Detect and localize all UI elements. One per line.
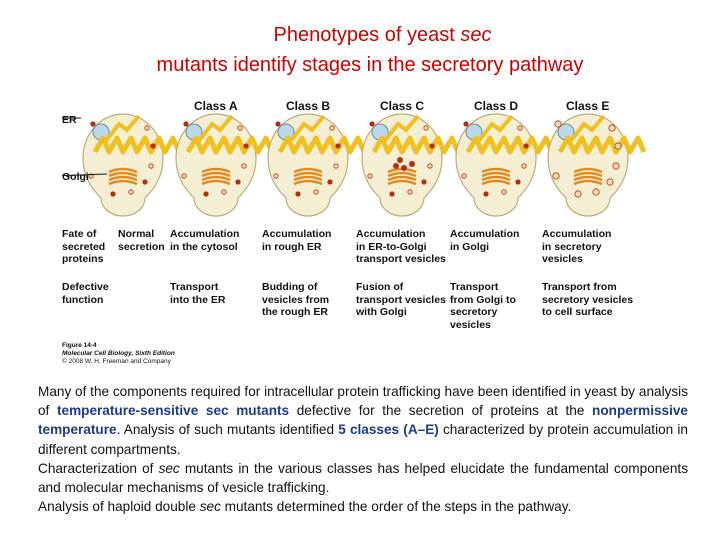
row-label-defective-function-line: function	[62, 293, 104, 306]
class-header-e: Class E	[566, 99, 610, 113]
sec-mutant-figure: Class A Class B Class C Class D Class E ER Gol…	[62, 96, 682, 378]
caption-figure-number: Figure 14-4	[62, 342, 97, 349]
paragraph-2: Characterization of sec mutants in the v…	[38, 460, 689, 496]
function-label-c-line: Fusion of	[356, 281, 404, 293]
fate-label-c-line: transport vesicles	[356, 253, 446, 265]
function-label-e-line: Transport from	[542, 281, 617, 293]
fate-label-a-line: in the cytosol	[170, 240, 238, 253]
function-label-c-line: transport vesicles	[356, 293, 446, 306]
caption-copyright: © 2008 W. H. Freeman and Company	[62, 358, 171, 365]
paragraph-1: Many of the components required for intr…	[38, 384, 688, 457]
fate-label-d-line: in Golgi	[450, 240, 490, 253]
body-text: Many of the components required for intr…	[38, 382, 688, 516]
class-header-c: Class C	[380, 99, 425, 113]
yeast-cell-0	[82, 113, 182, 217]
class-header-a: Class A	[194, 99, 238, 113]
function-label-a-line: Transport	[170, 281, 219, 293]
yeast-cell-1	[175, 113, 275, 217]
function-label-d-line: secretory	[450, 306, 498, 318]
fate-label-c-line: Accumulation	[356, 228, 426, 240]
function-label-a-line: into the ER	[170, 293, 226, 306]
class-header-b: Class B	[286, 99, 331, 113]
function-label-d-line: vesicles	[450, 318, 491, 331]
yeast-cell-5	[547, 113, 647, 217]
normal-secretion-label-line: Normal	[118, 228, 155, 240]
class-header-d: Class D	[474, 99, 519, 113]
function-label-b-line: Budding of	[262, 281, 318, 293]
fate-label-e-line: in secretory	[542, 240, 602, 253]
fate-label-b-line: Accumulation	[262, 228, 332, 240]
row-label-fate-line: Fate of	[62, 228, 97, 240]
row-label-fate-line: secreted	[62, 240, 106, 253]
yeast-cell-3	[361, 113, 461, 217]
title-line-1: Phenotypes of yeast sec	[273, 24, 492, 46]
er-label: ER	[62, 114, 77, 126]
slide-title: Phenotypes of yeast sec mutants identify…	[0, 20, 720, 80]
function-label-d-line: Transport	[450, 281, 499, 293]
fate-label-b-line: in rough ER	[262, 240, 322, 253]
function-label-e-line: to cell surface	[542, 306, 613, 318]
function-label-c-line: with Golgi	[356, 306, 407, 318]
cell-diagrams	[62, 113, 647, 217]
title-line-2: mutants identify stages in the secretory…	[156, 54, 584, 76]
golgi-label: Golgi	[62, 171, 89, 183]
function-label-e-line: secretory vesicles	[542, 293, 634, 306]
function-label-b-line: the rough ER	[262, 306, 328, 318]
caption-book: Molecular Cell Biology, Sixth Edition	[62, 350, 175, 357]
yeast-cell-4	[455, 113, 555, 217]
fate-label-e-line: Accumulation	[542, 228, 612, 240]
paragraph-3: Analysis of haploid double sec mutants d…	[38, 499, 572, 515]
fate-label-e-line: vesicles	[542, 253, 583, 265]
yeast-cell-2	[267, 113, 367, 217]
normal-secretion-label-line: secretion	[118, 240, 165, 253]
fate-label-d-line: Accumulation	[450, 228, 520, 240]
fate-label-a-line: Accumulation	[170, 228, 240, 240]
row-label-fate-line: proteins	[62, 253, 104, 265]
fate-label-c-line: in ER-to-Golgi	[356, 240, 427, 253]
function-label-d-line: from Golgi to	[450, 293, 516, 306]
function-label-b-line: vesicles from	[262, 293, 330, 306]
row-label-defective-function-line: Defective	[62, 281, 109, 293]
